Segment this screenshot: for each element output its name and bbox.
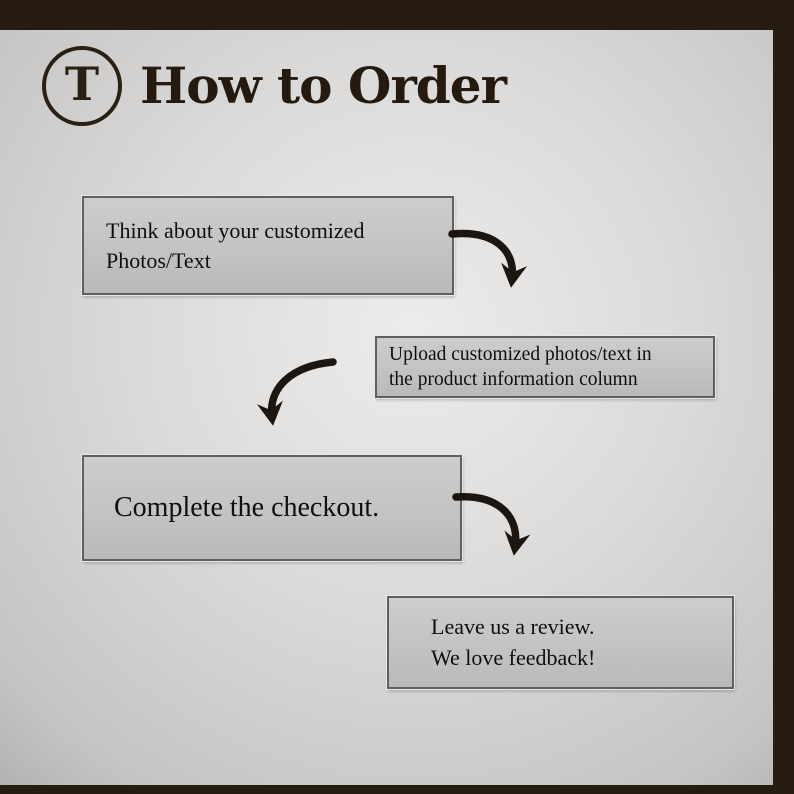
step-box-3: Complete the checkout. bbox=[82, 455, 462, 561]
arrow-step2-to-step3-icon bbox=[256, 358, 337, 426]
step-4-line-2: We love feedback! bbox=[431, 644, 596, 670]
frame-bottom-bar bbox=[0, 785, 794, 794]
step-box-2: Upload customized photos/text in the pro… bbox=[375, 336, 715, 398]
frame-right-bar bbox=[773, 0, 794, 794]
page-title: How to Order bbox=[140, 56, 507, 115]
brand-logo-circle: T bbox=[42, 46, 122, 126]
step-2-line-1: Upload customized photos/text in bbox=[389, 343, 652, 365]
step-1-line-2: Photos/Text bbox=[106, 247, 211, 273]
step-box-1: Think about your customized Photos/Text bbox=[82, 196, 454, 295]
brand-logo-letter: T bbox=[64, 57, 100, 111]
step-1-line-1: Think about your customized bbox=[106, 217, 365, 243]
arrow-step1-to-step2-icon bbox=[448, 229, 528, 288]
step-3-line-1: Complete the checkout. bbox=[114, 491, 380, 523]
step-box-4: Leave us a review. We love feedback! bbox=[387, 596, 734, 689]
frame-top-bar bbox=[0, 0, 794, 30]
step-4-line-1: Leave us a review. bbox=[431, 613, 595, 639]
step-2-line-2: the product information column bbox=[389, 369, 638, 390]
arrow-step3-to-step4-icon bbox=[452, 493, 531, 556]
